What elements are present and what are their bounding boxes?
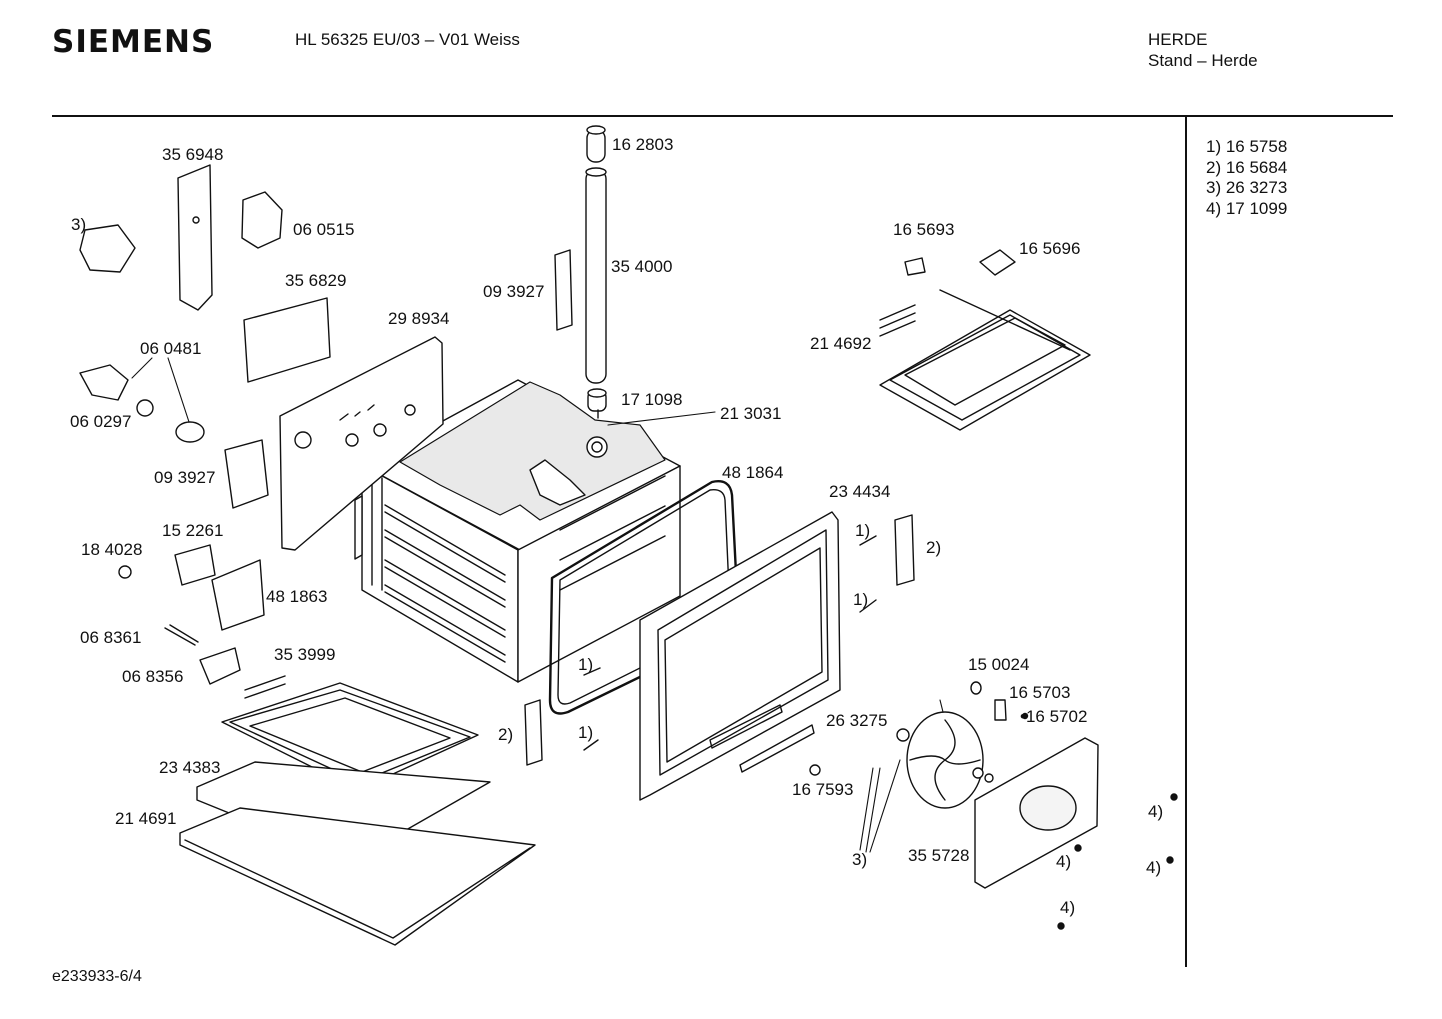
part-label: 09 3927: [154, 468, 216, 487]
legend-item: 3) 26 3273: [1206, 178, 1288, 197]
part-label: 17 1098: [621, 390, 683, 409]
part-label: 1): [578, 723, 594, 742]
part-label: •16 5702: [1020, 707, 1088, 726]
part-label: 16 7593: [792, 780, 854, 799]
part-label: 1): [578, 655, 594, 674]
part-label: 4): [1148, 802, 1164, 821]
part-label: 16 5703: [1009, 683, 1071, 702]
legend-item: 2) 16 5684: [1206, 157, 1288, 177]
subcategory-title: Stand – Herde: [1148, 51, 1258, 70]
document-id: e233933-6/4: [52, 968, 142, 985]
part-label: 2): [926, 538, 942, 557]
part-label: 16 2803: [612, 135, 674, 154]
parts-legend: 1) 16 5758 2) 16 5684 3) 26 3273 4) 17 1…: [1206, 137, 1287, 219]
legend-divider: [1185, 117, 1187, 967]
fan-assembly: [906, 711, 1099, 889]
bottom-plates: [179, 761, 536, 946]
part-label: 35 6948: [162, 145, 224, 164]
legend-item: 1) 16 5758: [1206, 137, 1288, 156]
part-label: 15 2261: [162, 521, 224, 540]
insulation-mat: [399, 381, 666, 521]
part-label: 26 3275: [826, 711, 888, 730]
part-label: 09 3927: [483, 282, 545, 301]
part-label: 3): [71, 215, 87, 234]
category-title: HERDE: [1148, 30, 1208, 49]
part-label: 1): [853, 590, 869, 609]
door-frame: [639, 511, 841, 801]
part-label: 06 0481: [140, 339, 202, 358]
part-label: 21 4691: [115, 809, 177, 828]
part-label: 06 0515: [293, 220, 355, 239]
model-title: HL 56325 EU/03 – V01 Weiss: [295, 30, 520, 49]
screws: [1057, 793, 1178, 930]
tube-assembly: [585, 125, 607, 419]
part-label: 06 8356: [122, 667, 184, 686]
part-label: 4): [1056, 852, 1072, 871]
part-label: 06 8361: [80, 628, 142, 647]
part-label: 2): [498, 725, 514, 744]
part-label: 16 5696: [1019, 239, 1081, 258]
part-label: 23 4434: [829, 482, 891, 501]
part-label: 48 1863: [266, 587, 328, 606]
part-label: 35 5728: [908, 846, 970, 865]
part-label: 35 4000: [611, 257, 673, 276]
part-label: 15 0024: [968, 655, 1030, 674]
part-label: 1): [855, 521, 871, 540]
part-label: 4): [1146, 858, 1162, 877]
part-label: 06 0297: [70, 412, 132, 431]
part-label: 23 4383: [159, 758, 221, 777]
top-heating-element: [879, 289, 1091, 431]
part-label: 21 4692: [810, 334, 872, 353]
part-label: 35 6829: [285, 271, 347, 290]
part-label: 4): [1060, 898, 1076, 917]
part-label: 3): [852, 850, 868, 869]
part-label: 21 3031: [720, 404, 782, 423]
header-divider: [52, 115, 1393, 117]
small-parts: [79, 164, 1029, 776]
legend-item: 4) 17 1099: [1206, 198, 1288, 218]
control-panel: [279, 336, 444, 551]
brand-logo: SIEMENS: [52, 24, 215, 60]
part-label: 48 1864: [722, 463, 784, 482]
part-label: 18 4028: [81, 540, 143, 559]
part-label: 35 3999: [274, 645, 336, 664]
part-label: 29 8934: [388, 309, 450, 328]
part-label: 16 5693: [893, 220, 955, 239]
